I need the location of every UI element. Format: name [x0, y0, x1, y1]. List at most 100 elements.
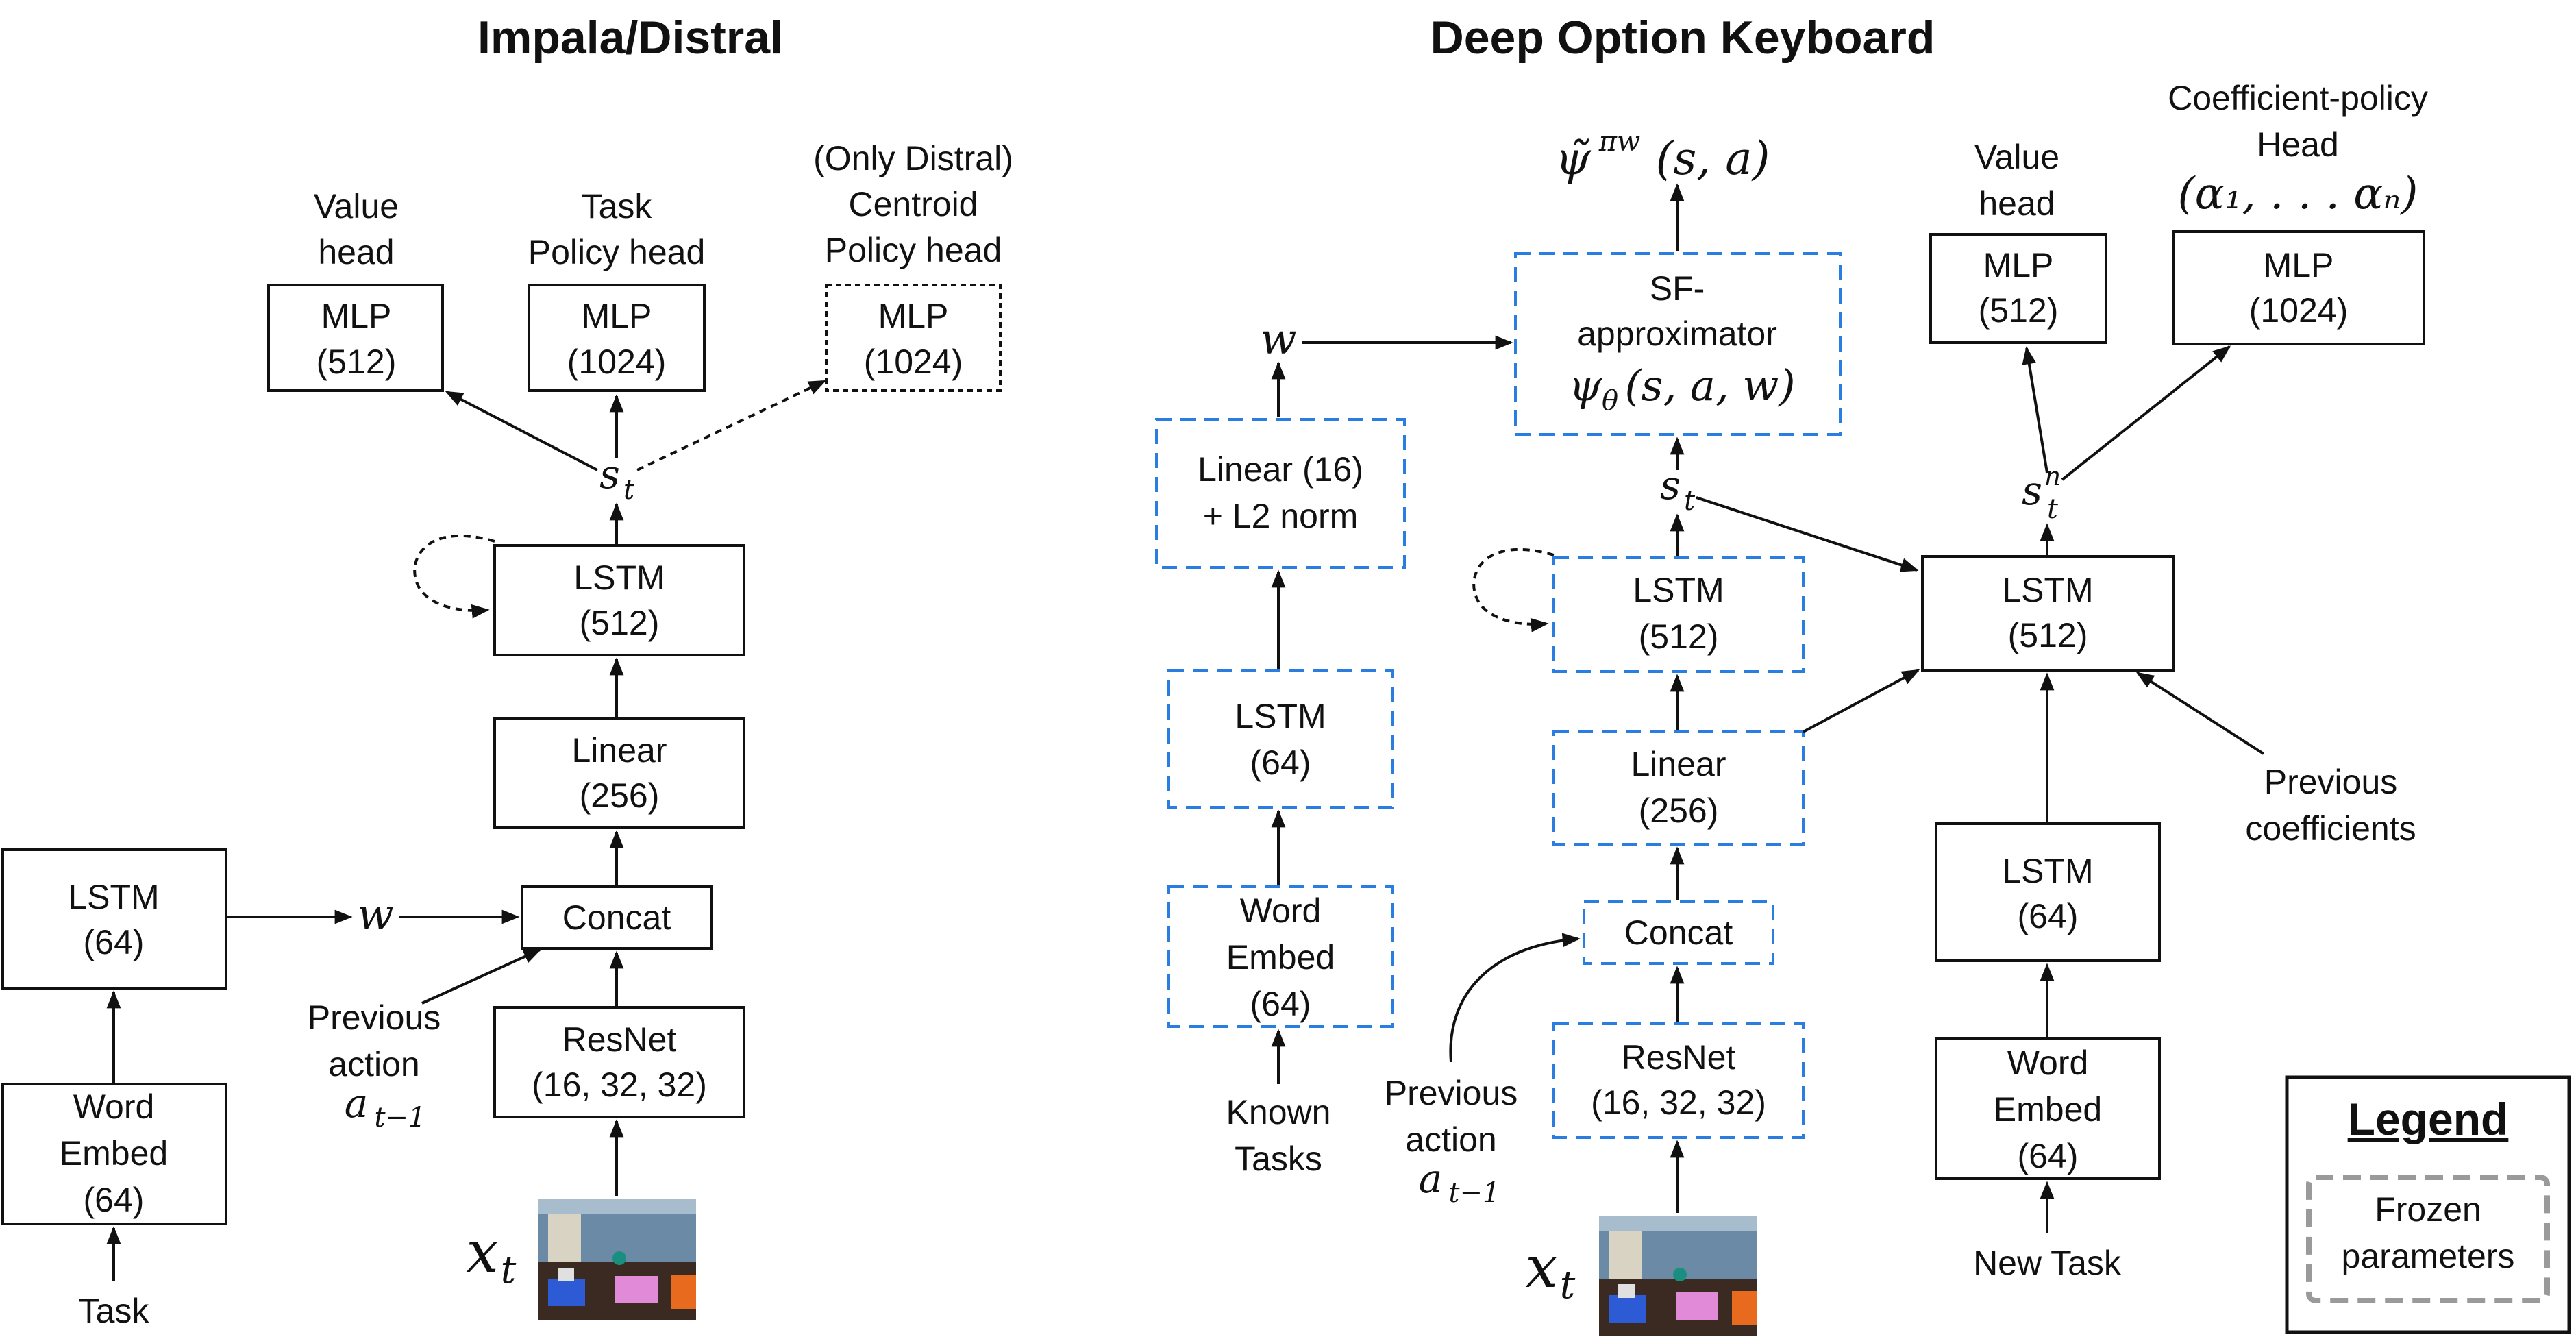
- svg-text:LSTM: LSTM: [1235, 697, 1326, 735]
- arrow-prev-action-to-concat-right: [1449, 933, 1581, 1063]
- svg-text:(64): (64): [2018, 1137, 2079, 1175]
- svg-text:(64): (64): [1250, 985, 1311, 1023]
- svg-text:head: head: [318, 233, 394, 271]
- svg-text:Previous: Previous: [1385, 1074, 1518, 1112]
- svg-text:t: t: [623, 474, 635, 506]
- previous-coefficients-label: Previous coefficients: [2245, 763, 2416, 848]
- resnet-box: ResNet (16, 32, 32): [493, 1006, 745, 1118]
- svg-text:Linear (16): Linear (16): [1198, 450, 1363, 489]
- previous-action-label-left: Previous action: [308, 998, 441, 1083]
- svg-text:Embed: Embed: [1226, 938, 1335, 976]
- svg-text:Linear: Linear: [1631, 745, 1726, 783]
- svg-text:LSTM: LSTM: [1633, 571, 1724, 609]
- arrow-prev-coeff-to-lstm512: [2135, 672, 2265, 755]
- new-lstm-64-box: LSTM (64): [1935, 822, 2161, 962]
- arrow-st-to-value: [445, 391, 598, 471]
- w-label-left: w: [357, 889, 393, 939]
- svg-text:MLP: MLP: [1983, 246, 2054, 284]
- arrow-st-to-lstm512: [1696, 496, 1919, 572]
- svg-text:Head: Head: [2257, 125, 2339, 164]
- arrow-st-to-centroid: [636, 380, 827, 471]
- a-t-minus-1-label-right: a t−1: [1419, 1155, 1500, 1209]
- svg-text:LSTM: LSTM: [573, 558, 665, 597]
- svg-text:(512): (512): [1639, 617, 1719, 656]
- svg-text:MLP: MLP: [2264, 246, 2334, 284]
- value-head-label-right: Value head: [1974, 138, 2059, 223]
- frozen-resnet-box: ResNet (16, 32, 32): [1552, 1022, 1805, 1139]
- svg-text:LSTM: LSTM: [2002, 852, 2093, 890]
- lstm-512-box-right: LSTM (512): [1921, 555, 2175, 672]
- arrow-stn-to-value: [2022, 346, 2048, 474]
- svg-text:(256): (256): [580, 776, 660, 815]
- svg-text:(Only Distral): (Only Distral): [813, 139, 1013, 177]
- svg-text:t: t: [2047, 493, 2059, 525]
- centroid-policy-head-label: (Only Distral) Centroid Policy head: [813, 139, 1013, 269]
- new-task-label: New Task: [1973, 1244, 2122, 1282]
- legend-title: Legend: [2348, 1094, 2509, 1144]
- svg-text:Centroid: Centroid: [849, 185, 978, 223]
- svg-text:action: action: [328, 1045, 419, 1083]
- svg-text:(1024): (1024): [2249, 291, 2349, 330]
- svg-text:x: x: [1525, 1233, 1557, 1301]
- new-word-embed-box: Word Embed (64): [1935, 1037, 2161, 1180]
- previous-action-label-right: Previous action: [1385, 1074, 1518, 1159]
- svg-text:t: t: [1560, 1263, 1576, 1307]
- value-mlp-box-right: MLP (512): [1929, 233, 2107, 344]
- svg-text:t: t: [1684, 485, 1696, 517]
- svg-text:ResNet: ResNet: [1622, 1038, 1736, 1077]
- svg-text:(16, 32, 32): (16, 32, 32): [1591, 1083, 1766, 1122]
- linear-16-l2-box: Linear (16) + L2 norm: [1155, 418, 1406, 569]
- state-st-label: s t: [599, 451, 635, 506]
- svg-text:Policy head: Policy head: [825, 231, 1002, 269]
- svg-text:Policy head: Policy head: [528, 233, 706, 271]
- lstm-512-box: LSTM (512): [493, 544, 745, 656]
- svg-text:a: a: [1419, 1155, 1443, 1202]
- svg-text:(16, 32, 32): (16, 32, 32): [532, 1066, 707, 1104]
- known-tasks-label: Known Tasks: [1226, 1093, 1331, 1178]
- svg-text:(1024): (1024): [864, 343, 963, 381]
- known-word-embed-box: Word Embed (64): [1167, 885, 1394, 1028]
- task-lstm-64-box: LSTM (64): [1, 848, 227, 990]
- svg-text:Task: Task: [582, 187, 653, 225]
- svg-text:LSTM: LSTM: [2002, 571, 2093, 609]
- frozen-concat-box: Concat: [1583, 900, 1774, 965]
- state-st-n-label: s n t: [2022, 461, 2061, 525]
- svg-text:Value: Value: [1974, 138, 2059, 176]
- svg-text:a: a: [345, 1080, 369, 1127]
- svg-text:ψ̃: ψ̃: [1555, 132, 1592, 185]
- title-deep-option-keyboard: Deep Option Keyboard: [1431, 12, 1935, 64]
- svg-text:(512): (512): [580, 604, 660, 642]
- svg-text:Known: Known: [1226, 1093, 1331, 1131]
- svg-text:Previous: Previous: [308, 998, 441, 1037]
- svg-text:(1024): (1024): [567, 343, 667, 381]
- svg-text:(512): (512): [2008, 616, 2088, 654]
- svg-text:(s, a, w): (s, a, w): [1624, 360, 1795, 410]
- svg-text:s: s: [599, 451, 620, 497]
- value-mlp-box: MLP (512): [267, 284, 444, 392]
- svg-text:(512): (512): [1979, 291, 2059, 330]
- psi-output-label: ψ̃ πw (s, a): [1555, 126, 1770, 185]
- svg-text:(64): (64): [84, 923, 145, 961]
- svg-text:θ: θ: [1602, 385, 1618, 417]
- title-impala-distral: Impala/Distral: [478, 12, 783, 64]
- svg-text:Concat: Concat: [1624, 913, 1733, 952]
- task-word-embed-box: Word Embed (64): [1, 1083, 227, 1225]
- svg-text:(s, a): (s, a): [1656, 132, 1770, 185]
- svg-text:coefficients: coefficients: [2245, 809, 2416, 848]
- w-label-right: w: [1260, 314, 1296, 364]
- svg-text:πw: πw: [1598, 126, 1641, 158]
- frozen-lstm-recurrent-loop: [1472, 548, 1555, 632]
- coefficient-policy-head-label: Coefficient-policy Head: [2168, 79, 2428, 164]
- svg-text:Linear: Linear: [572, 731, 667, 770]
- svg-text:Word: Word: [2007, 1044, 2089, 1082]
- svg-text:approximator: approximator: [1577, 315, 1777, 353]
- svg-text:(512): (512): [317, 343, 397, 381]
- svg-text:LSTM: LSTM: [68, 878, 159, 916]
- legend-frozen-label: Frozen: [2375, 1190, 2481, 1229]
- svg-text:Embed: Embed: [1994, 1090, 2102, 1129]
- centroid-policy-mlp-box: MLP (1024): [825, 284, 1002, 392]
- arrow-stn-to-coeff: [2061, 345, 2231, 481]
- arrow-linear256-to-lstm512-new: [1803, 669, 1920, 733]
- arrow-prev-action-to-concat: [421, 948, 542, 1005]
